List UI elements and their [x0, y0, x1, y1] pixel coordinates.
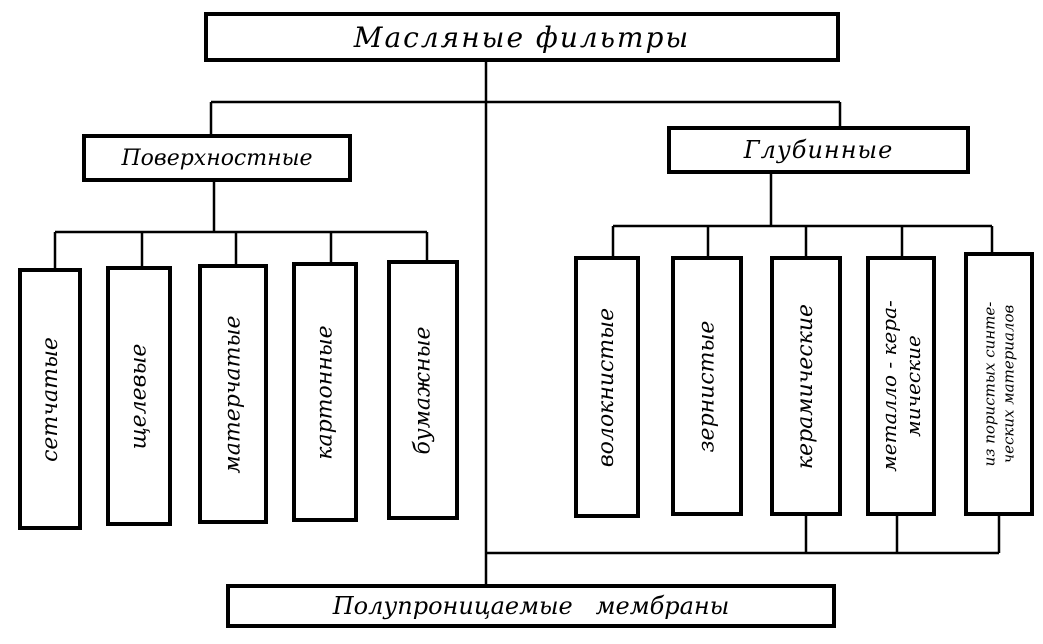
- bottom-node: Полупроницаемые мембраны: [226, 584, 836, 628]
- item-node: матерчатые: [198, 264, 268, 524]
- item-label: сетчатые: [37, 336, 63, 462]
- item-label: волокнистые: [594, 307, 620, 467]
- item-node: из пористых синте- ческих материалов: [964, 252, 1034, 516]
- item-label-line: ческих материалов: [999, 304, 1017, 464]
- item-node: бумажные: [387, 260, 459, 520]
- item-label: матерчатые: [220, 315, 246, 473]
- item-label: бумажные: [410, 326, 436, 454]
- item-label-line: из пористых синте-: [980, 301, 998, 467]
- item-node: сетчатые: [18, 268, 82, 530]
- item-label-multiline: из пористых синте- ческих материалов: [980, 302, 1018, 467]
- item-label: керамические: [793, 303, 819, 469]
- root-node: Масляные фильтры: [204, 12, 840, 62]
- item-node: металло - кера- мические: [866, 256, 936, 516]
- item-label: картонные: [312, 324, 338, 460]
- item-label: зернистые: [694, 320, 720, 452]
- bottom-label: Полупроницаемые мембраны: [332, 592, 730, 620]
- group-node-depth: Глубинные: [667, 126, 970, 174]
- item-node: зернистые: [671, 256, 743, 516]
- item-node: картонные: [292, 262, 358, 522]
- item-node: керамические: [770, 256, 842, 516]
- item-label-line: мические: [901, 335, 925, 437]
- item-label-multiline: металло - кера- мические: [877, 300, 925, 472]
- item-node: волокнистые: [574, 256, 640, 518]
- item-label-line: металло - кера-: [877, 300, 901, 472]
- root-label: Масляные фильтры: [353, 20, 691, 54]
- item-label: щелевые: [126, 343, 152, 449]
- group-label: Глубинные: [743, 136, 894, 164]
- group-label: Поверхностные: [121, 145, 313, 171]
- group-node-surface: Поверхностные: [82, 134, 352, 182]
- item-node: щелевые: [106, 266, 172, 526]
